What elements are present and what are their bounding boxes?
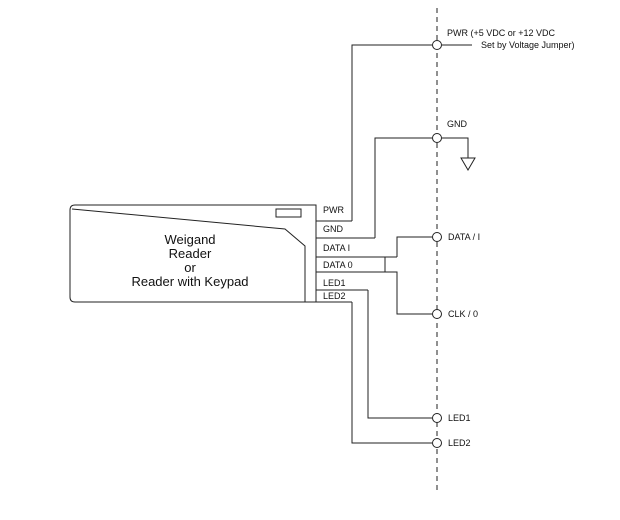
reader-label-line-1: Weigand — [164, 232, 215, 247]
wire-data1 — [396, 236, 432, 257]
wire-pwr — [351, 44, 432, 221]
terminal-label-pwr-line-1: PWR (+5 VDC or +12 VDC — [447, 28, 556, 38]
pin-label-led1: LED1 — [323, 278, 346, 288]
terminal-node-gnd — [432, 133, 442, 143]
wire-led1 — [367, 290, 432, 419]
terminal-node-clk — [432, 309, 442, 319]
terminal-node-led2 — [432, 438, 442, 448]
reader-label-line-4: Reader with Keypad — [131, 274, 248, 289]
reader-outline — [69, 204, 317, 303]
pin-label-data1: DATA I — [323, 243, 350, 253]
reader-inner-bevel — [71, 208, 306, 302]
terminal-label-clk: CLK / 0 — [448, 309, 478, 319]
pin-label-gnd: GND — [323, 224, 344, 234]
reader-label-line-2: Reader — [169, 246, 212, 261]
reader-device: Weigand Reader or Reader with Keypad — [69, 204, 317, 303]
pin-label-data0: DATA 0 — [323, 260, 353, 270]
wire-data0 — [385, 271, 432, 315]
terminal-label-pwr-line-2: Set by Voltage Jumper) — [481, 40, 575, 50]
wire-gnd — [374, 137, 432, 238]
terminal-node-data — [432, 232, 442, 242]
pin-label-led2: LED2 — [323, 291, 346, 301]
terminal-node-led1 — [432, 413, 442, 423]
terminal-label-led1: LED1 — [448, 413, 471, 423]
terminal-label-gnd: GND — [447, 119, 468, 129]
ground-symbol — [442, 137, 476, 171]
ground-lead — [442, 137, 469, 158]
terminal-label-led2: LED2 — [448, 438, 471, 448]
wire-data1-junction — [384, 256, 397, 272]
reader-indicator-window — [275, 208, 302, 218]
wire-led2 — [351, 302, 432, 444]
terminal-node-pwr — [432, 40, 442, 50]
terminal-label-data: DATA / I — [448, 232, 480, 242]
pin-label-pwr: PWR — [323, 205, 344, 215]
ground-triangle-icon — [460, 157, 476, 171]
reader-label-line-3: or — [184, 260, 196, 275]
